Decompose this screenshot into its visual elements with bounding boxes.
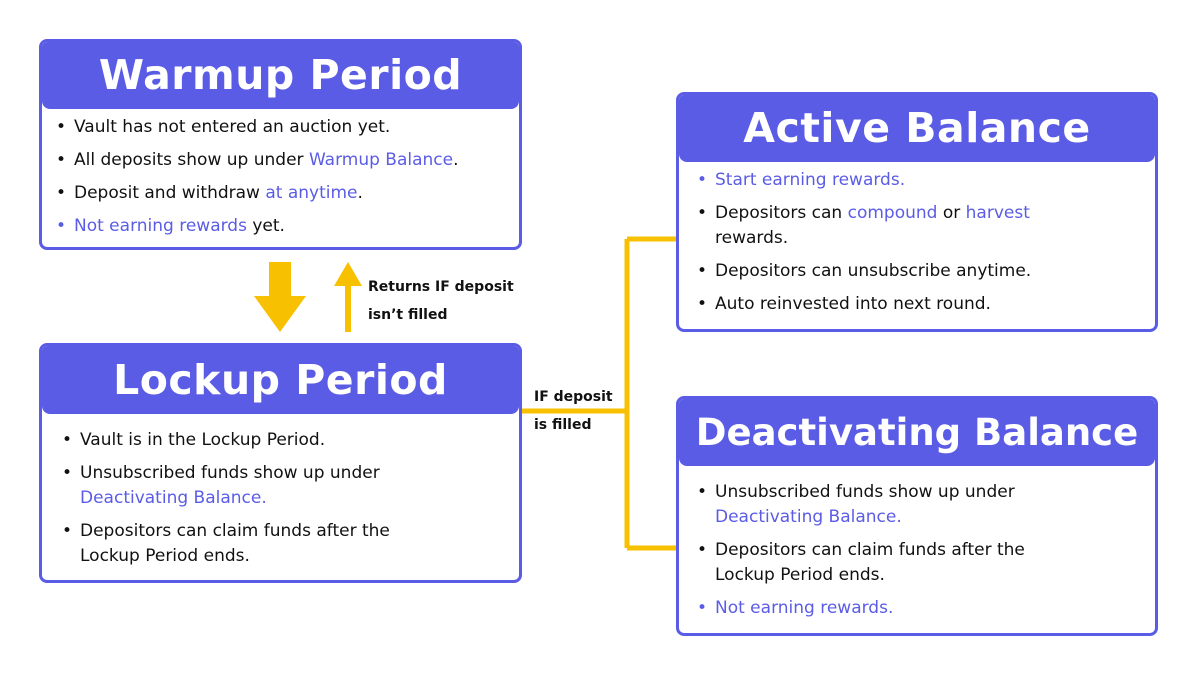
active-balance-title: Active Balance	[679, 95, 1155, 162]
deactivating-balance-title: Deactivating Balance	[679, 399, 1155, 466]
not-earning-highlight: Not earning rewards.	[715, 598, 894, 618]
list-item: • Start earning rewards.	[697, 168, 1141, 193]
list-item: • Unsubscribed funds show up under Deact…	[697, 480, 1141, 530]
bullet-icon: •	[697, 482, 708, 502]
bullet-icon: •	[62, 463, 73, 483]
not-earning-highlight: Not earning rewards	[74, 216, 247, 236]
bullet-icon: •	[56, 117, 67, 137]
bullet-icon: •	[697, 294, 708, 314]
deactivating-balance-card: Deactivating Balance • Unsubscribed fund…	[676, 396, 1158, 636]
list-item: • Deposit and withdraw at anytime.	[56, 181, 505, 206]
lockup-period-title: Lockup Period	[42, 346, 519, 414]
down-arrow-icon	[254, 262, 306, 332]
list-item: • Not earning rewards.	[697, 596, 1141, 621]
bullet-icon: •	[62, 521, 73, 541]
list-item: • Depositors can unsubscribe anytime.	[697, 259, 1141, 284]
list-item: • Depositors can compound or harvest rew…	[697, 203, 1030, 248]
bullet-icon: •	[56, 183, 67, 203]
lockup-period-card: Lockup Period • Vault is in the Lockup P…	[39, 343, 522, 583]
list-item: • Vault is in the Lockup Period.	[62, 428, 505, 453]
deactivating-balance-highlight: Deactivating Balance.	[80, 488, 267, 508]
returns-label: Returns IF deposit isn’t filled	[368, 279, 514, 323]
list-item: • Depositors can claim funds after the L…	[62, 521, 390, 566]
start-earning-highlight: Start earning rewards.	[715, 170, 906, 190]
bullet-icon: •	[56, 150, 67, 170]
bullet-icon: •	[56, 216, 67, 236]
warmup-period-card: Warmup Period • Vault has not entered an…	[39, 39, 522, 250]
bullet-icon: •	[62, 430, 73, 450]
warmup-balance-highlight: Warmup Balance	[308, 150, 454, 170]
bullet-icon: •	[697, 261, 708, 281]
bullet-icon: •	[697, 540, 708, 560]
list-item: • Vault has not entered an auction yet.	[56, 115, 505, 140]
bullet-icon: •	[697, 203, 708, 223]
filled-label: IF deposit is filled	[534, 389, 613, 433]
list-item: • Not earning rewards yet.	[56, 214, 505, 239]
anytime-highlight: at anytime	[265, 183, 358, 203]
branch-connector	[521, 236, 676, 551]
list-item: • Auto reinvested into next round.	[697, 292, 1141, 317]
up-arrow-icon	[334, 262, 362, 332]
warmup-period-title: Warmup Period	[42, 42, 519, 109]
list-item: • Unsubscribed funds show up under Deact…	[62, 461, 505, 511]
list-item: • Depositors can claim funds after the L…	[697, 540, 1025, 585]
active-balance-card: Active Balance • Start earning rewards. …	[676, 92, 1158, 332]
list-item: • All deposits show up under Warmup Bala…	[56, 148, 505, 173]
bullet-icon: •	[697, 170, 708, 190]
deactivating-balance-highlight: Deactivating Balance.	[715, 507, 902, 527]
compound-highlight: compound	[847, 203, 938, 223]
bullet-icon: •	[697, 598, 708, 618]
harvest-highlight: harvest	[965, 203, 1030, 223]
